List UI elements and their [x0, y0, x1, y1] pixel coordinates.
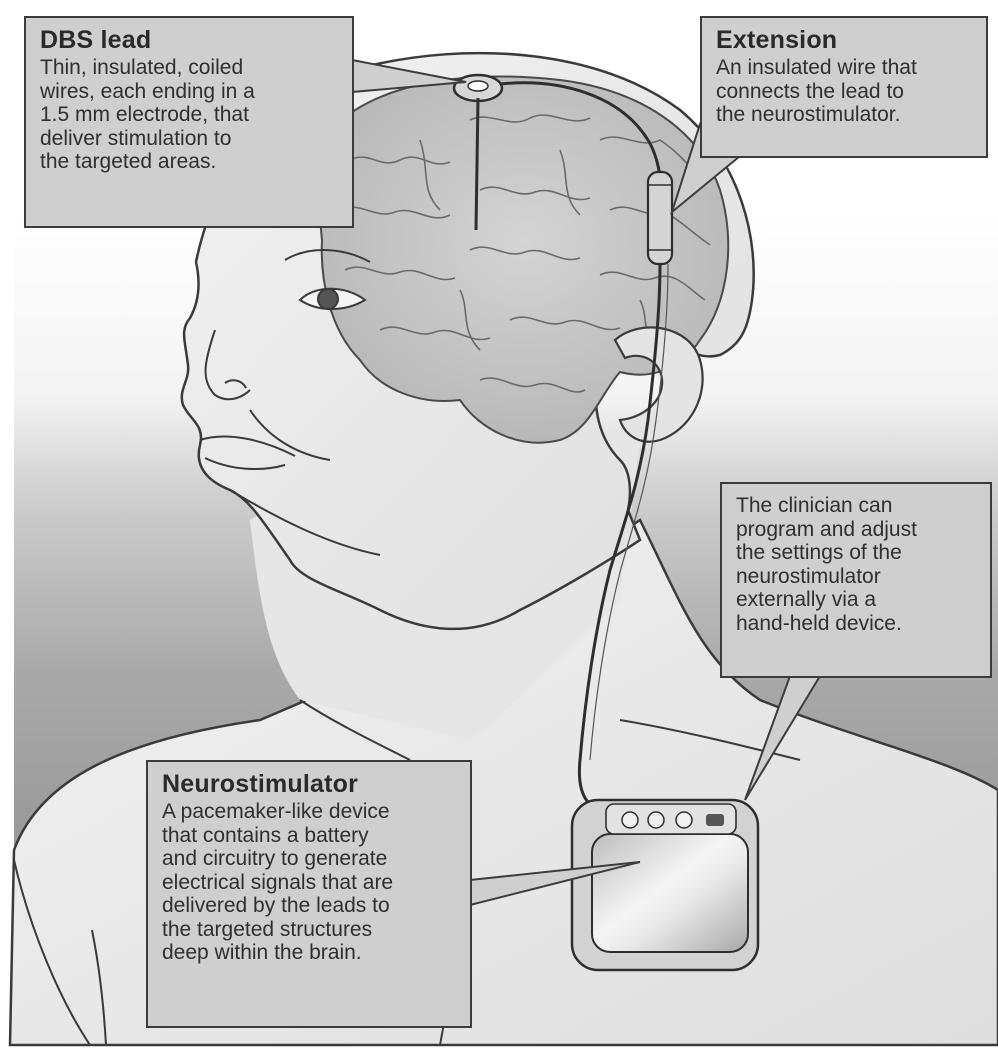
extension-line: the neurostimulator. [716, 103, 976, 127]
callout-extension: Extension An insulated wire that connect… [700, 16, 988, 158]
clinician-line: hand-held device. [736, 612, 980, 636]
neurostimulator-line: deep within the brain. [162, 941, 460, 965]
dbs-lead-title: DBS lead [40, 26, 342, 54]
neurostimulator-line: electrical signals that are [162, 871, 460, 895]
extension-line: connects the lead to [716, 80, 976, 104]
neurostimulator-line: that contains a battery [162, 824, 460, 848]
dbs-lead-line: 1.5 mm electrode, that [40, 103, 342, 127]
neurostimulator-line: the targeted structures [162, 918, 460, 942]
callout-dbs-lead: DBS lead Thin, insulated, coiled wires, … [24, 16, 354, 228]
extension-title: Extension [716, 26, 976, 54]
neurostimulator-line: and circuitry to generate [162, 847, 460, 871]
clinician-line: externally via a [736, 588, 980, 612]
clinician-line: the settings of the [736, 541, 980, 565]
clinician-line: The clinician can [736, 494, 980, 518]
callout-clinician: The clinician can program and adjust the… [720, 482, 992, 678]
callout-neurostimulator: Neurostimulator A pacemaker-like device … [146, 760, 472, 1028]
dbs-lead-line: Thin, insulated, coiled [40, 56, 342, 80]
dbs-lead-line: wires, each ending in a [40, 80, 342, 104]
neurostimulator-line: delivered by the leads to [162, 894, 460, 918]
clinician-line: program and adjust [736, 518, 980, 542]
dbs-lead-line: the targeted areas. [40, 150, 342, 174]
extension-line: An insulated wire that [716, 56, 976, 80]
iris [318, 289, 338, 309]
neurostimulator-device [572, 800, 758, 970]
neurostimulator-line: A pacemaker-like device [162, 800, 460, 824]
dbs-lead-line: deliver stimulation to [40, 127, 342, 151]
clinician-line: neurostimulator [736, 565, 980, 589]
neurostimulator-title: Neurostimulator [162, 770, 460, 798]
electrode-wire [476, 98, 478, 230]
